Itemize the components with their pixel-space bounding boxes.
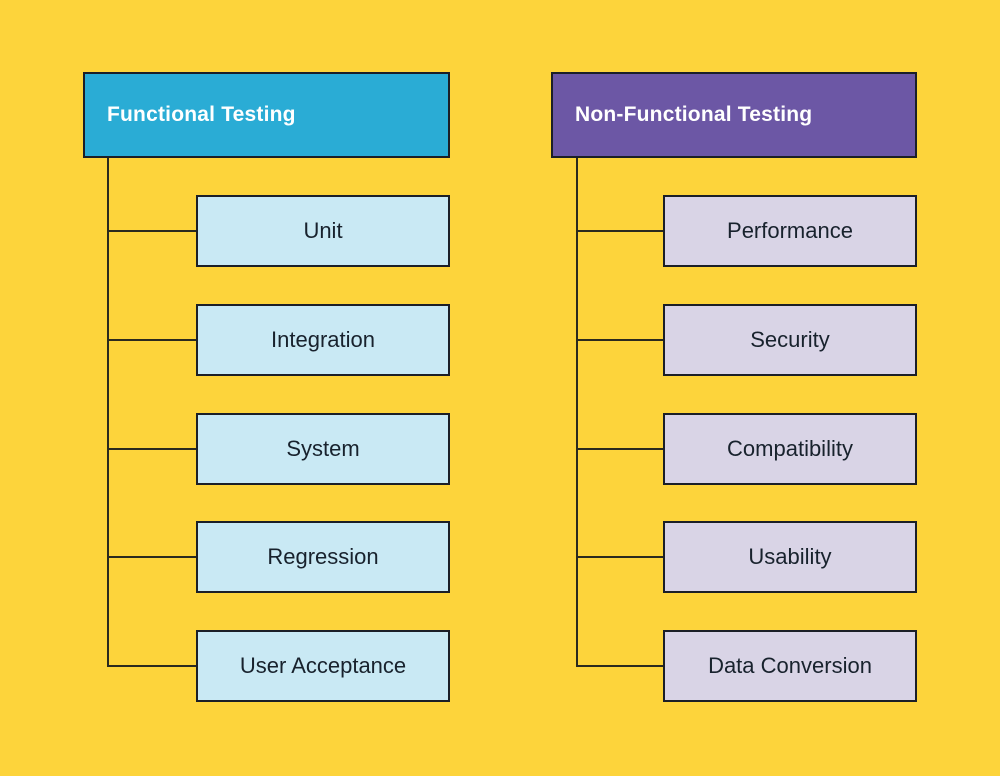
node-system-label: System	[286, 436, 360, 461]
node-compatibility-label: Compatibility	[727, 436, 853, 461]
node-compatibility: Compatibility	[663, 413, 917, 485]
node-unit-label: Unit	[303, 218, 343, 243]
node-unit: Unit	[196, 195, 450, 267]
node-security-label: Security	[750, 327, 830, 352]
functional-testing-title: Functional Testing	[107, 103, 296, 126]
node-regression-label: Regression	[267, 544, 379, 569]
node-integration: Integration	[196, 304, 450, 376]
connector-to-compatibility	[576, 448, 663, 450]
node-data-conversion-label: Data Conversion	[708, 653, 872, 678]
node-integration-label: Integration	[271, 327, 375, 352]
connector-to-security	[576, 339, 663, 341]
node-usability-label: Usability	[748, 544, 832, 569]
nonfunctional-testing-title: Non-Functional Testing	[575, 103, 813, 126]
connector-to-unit	[107, 230, 196, 232]
node-data-conversion: Data Conversion	[663, 630, 917, 702]
connector-to-integration	[107, 339, 196, 341]
connector-to-system	[107, 448, 196, 450]
node-performance-label: Performance	[727, 218, 853, 243]
node-user-acceptance: User Acceptance	[196, 630, 450, 702]
nonfunctional-testing-header: Non-Functional Testing	[551, 72, 917, 158]
node-usability: Usability	[663, 521, 917, 593]
node-security: Security	[663, 304, 917, 376]
connector-to-user-acceptance	[107, 665, 196, 667]
node-performance: Performance	[663, 195, 917, 267]
nonfunctional-branch-trunk-line	[576, 158, 578, 667]
functional-testing-header: Functional Testing	[83, 72, 450, 158]
connector-to-usability	[576, 556, 663, 558]
connector-to-data-conversion	[576, 665, 663, 667]
connector-to-performance	[576, 230, 663, 232]
connector-to-regression	[107, 556, 196, 558]
node-regression: Regression	[196, 521, 450, 593]
node-system: System	[196, 413, 450, 485]
node-user-acceptance-label: User Acceptance	[239, 653, 407, 678]
functional-branch-trunk-line	[107, 158, 109, 667]
